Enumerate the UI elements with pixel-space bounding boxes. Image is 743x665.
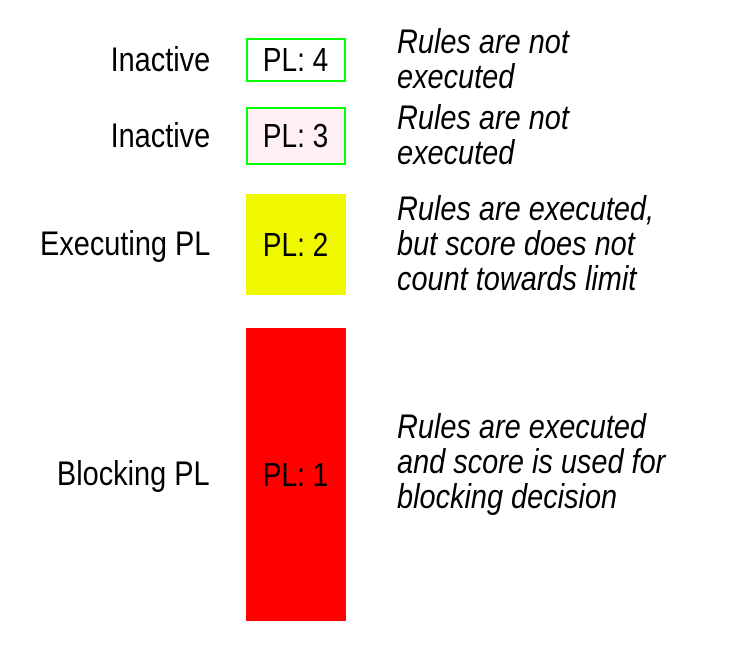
pl1-box-text: PL: 1 — [263, 455, 329, 493]
row-label-pl1: Blocking PL — [0, 328, 210, 621]
row-label-pl2: Executing PL — [0, 194, 210, 295]
row-label-pl1-text: Blocking PL — [57, 455, 210, 493]
row-description-pl3: Rules are not executed — [397, 101, 743, 171]
row-description-pl1: Rules are executed and score is used for… — [397, 410, 713, 515]
row-label-pl4: Inactive — [0, 38, 210, 82]
row-label-pl3-text: Inactive — [110, 116, 210, 155]
pl4-box: PL: 4 — [246, 38, 346, 82]
row-description-pl2: Rules are executed, but score does not c… — [397, 190, 699, 298]
row-description-pl4: Rules are not executed — [397, 25, 743, 95]
pl2-box-text: PL: 2 — [263, 225, 329, 263]
pl4-box-text: PL: 4 — [263, 41, 329, 78]
row-label-pl2-text: Executing PL — [39, 225, 210, 263]
pl1-box: PL: 1 — [246, 328, 346, 621]
pl3-box: PL: 3 — [246, 107, 346, 165]
pl2-box: PL: 2 — [246, 194, 346, 295]
row-label-pl3: Inactive — [0, 107, 210, 165]
row-description-pl2-text: Rules are executed, but score does not c… — [397, 190, 655, 298]
row-label-pl4-text: Inactive — [110, 40, 210, 79]
row-description-pl1-text: Rules are executed and score is used for… — [397, 408, 666, 516]
pl3-box-text: PL: 3 — [263, 117, 329, 154]
row-description-pl3-text: Rules are not executed — [397, 99, 569, 172]
row-description-pl4-text: Rules are not executed — [397, 23, 569, 96]
